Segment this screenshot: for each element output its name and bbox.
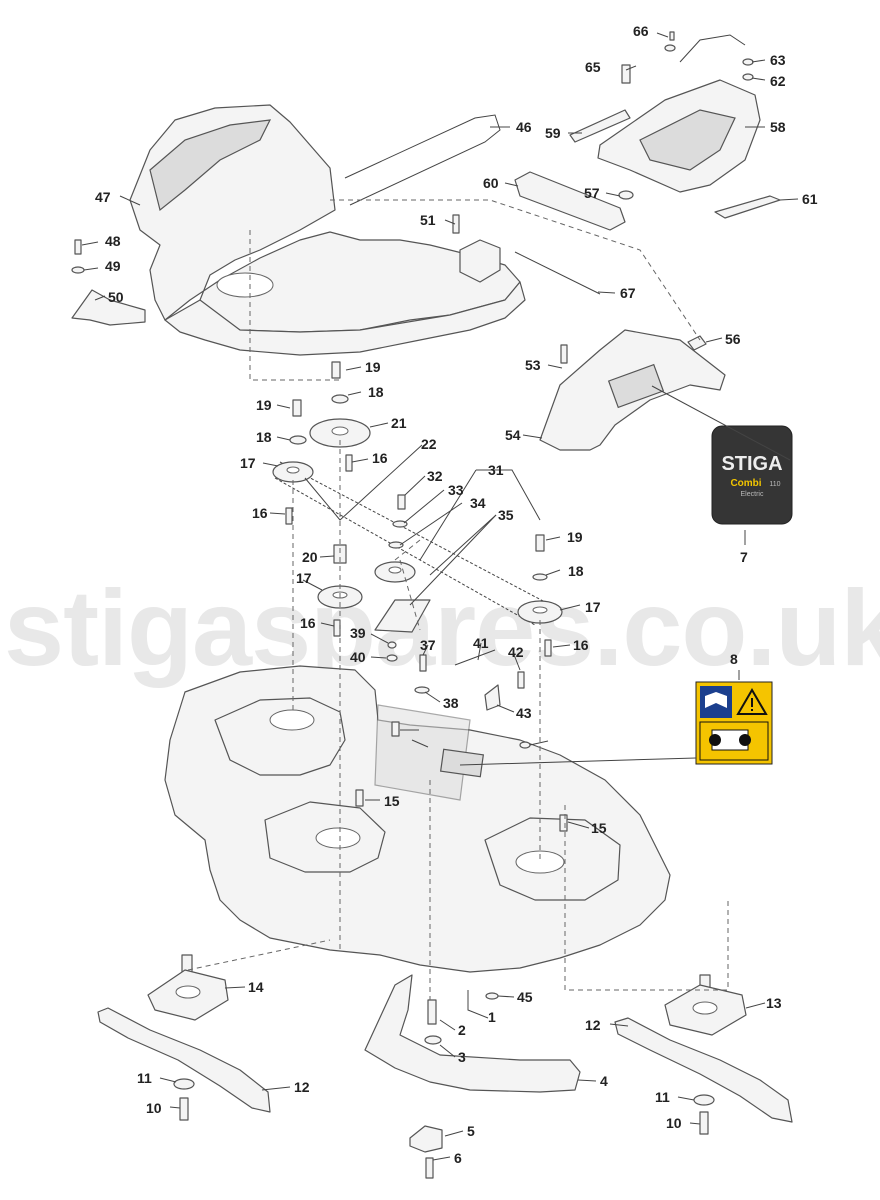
callout-60: 63 — [770, 52, 786, 68]
callout-39: 39 — [350, 625, 366, 641]
callout-53: 56 — [725, 331, 741, 347]
callout-18a: 18 — [368, 384, 384, 400]
callout-42: 42 — [508, 644, 524, 660]
callout-7: 7 — [740, 549, 748, 565]
callout-15a: 15 — [384, 793, 400, 809]
decal-stiga: STIGA Combi 110 Electric — [711, 425, 793, 525]
callout-58: 61 — [802, 191, 818, 207]
spindle-left-part — [147, 954, 229, 1021]
callout-57: 59 — [545, 125, 561, 141]
callout-50a: 51 — [420, 212, 436, 228]
mower-deck-part — [164, 665, 671, 973]
callout-16b: 16 — [252, 505, 268, 521]
callout-31: 31 — [488, 462, 504, 478]
callout-12a: 12 — [585, 1017, 601, 1033]
callout-21: 21 — [391, 415, 407, 431]
callout-56: 65 — [585, 59, 601, 75]
callout-19b: 19 — [256, 397, 272, 413]
callout-37: 37 — [420, 637, 436, 653]
callout-3: 3 — [458, 1049, 466, 1065]
callout-17c: 17 — [585, 599, 601, 615]
callout-16d: 16 — [573, 637, 589, 653]
callout-1: 1 — [488, 1009, 496, 1025]
callout-18b: 18 — [256, 429, 272, 445]
callout-43: 43 — [516, 705, 532, 721]
callout-13: 13 — [766, 995, 782, 1011]
callout-14: 14 — [248, 979, 264, 995]
decal-model-size: 110 — [769, 481, 780, 488]
pulley-belt-assembly — [272, 418, 563, 666]
callout-17b: 17 — [296, 570, 312, 586]
height-adjuster-assembly — [569, 34, 781, 219]
callout-22: 22 — [421, 436, 437, 452]
callout-40: 40 — [350, 649, 366, 665]
callout-32: 32 — [427, 468, 443, 484]
bracket-part — [514, 171, 626, 231]
callout-20: 20 — [302, 549, 318, 565]
callout-51: 54 — [505, 427, 521, 443]
callout-5: 5 — [467, 1123, 475, 1139]
callout-47: 48 — [105, 233, 121, 249]
warning-decal — [695, 681, 773, 765]
callout-19a: 19 — [365, 359, 381, 375]
leader-lines — [81, 32, 799, 1161]
callout-46: 47 — [95, 189, 111, 205]
callout-16c: 16 — [300, 615, 316, 631]
callout-34: 34 — [470, 495, 486, 511]
decal-brand: STIGA — [721, 453, 782, 475]
callout-63: 67 — [620, 285, 636, 301]
callout-10b: 10 — [666, 1115, 682, 1131]
deck-cover-part — [129, 104, 526, 356]
callout-38: 38 — [443, 695, 459, 711]
callout-62: 60 — [483, 175, 499, 191]
callouts: 66 65 63 62 46 59 58 60 57 61 47 51 48 4… — [95, 23, 818, 1166]
callout-11a: 11 — [137, 1070, 152, 1086]
decal-model: Combi — [730, 478, 761, 489]
callout-48: 49 — [105, 258, 121, 274]
callout-19c: 19 — [567, 529, 583, 545]
rod-part — [514, 251, 601, 295]
callout-50b: 53 — [525, 357, 541, 373]
callout-11b: 11 — [655, 1089, 670, 1105]
callout-18c: 18 — [568, 563, 584, 579]
callout-6: 6 — [454, 1150, 462, 1166]
callout-15b: 15 — [591, 820, 607, 836]
blade-right-part — [614, 1017, 793, 1123]
fasteners-group — [71, 31, 754, 1179]
callout-61: 62 — [770, 73, 786, 89]
drive-belt-part — [344, 114, 501, 206]
callout-8: 8 — [730, 651, 738, 667]
clip-part — [71, 289, 146, 326]
knob-part — [409, 1125, 443, 1153]
callout-54: 57 — [584, 185, 600, 201]
blade-left-part — [97, 1007, 271, 1113]
callout-4: 4 — [600, 1073, 608, 1089]
callout-10a: 10 — [146, 1100, 162, 1116]
callout-12b: 12 — [294, 1079, 310, 1095]
side-shield-part — [539, 329, 726, 451]
callout-44: 45 — [517, 989, 533, 1005]
callout-35: 35 — [498, 507, 514, 523]
bracket-lower-part — [364, 974, 581, 1093]
callout-16a: 16 — [372, 450, 388, 466]
assembly-lines — [187, 199, 729, 1000]
callout-2: 2 — [458, 1022, 466, 1038]
callout-59: 66 — [633, 23, 649, 39]
callout-49: 50 — [108, 289, 124, 305]
callout-45: 46 — [516, 119, 532, 135]
callout-41: 41 — [473, 635, 489, 651]
decal-variant: Electric — [741, 491, 764, 498]
callout-33: 33 — [448, 482, 464, 498]
watermark: stigaspares.co.uk — [4, 567, 880, 688]
spindle-right-part — [664, 974, 747, 1036]
callout-55: 58 — [770, 119, 786, 135]
callout-17a: 17 — [240, 455, 256, 471]
